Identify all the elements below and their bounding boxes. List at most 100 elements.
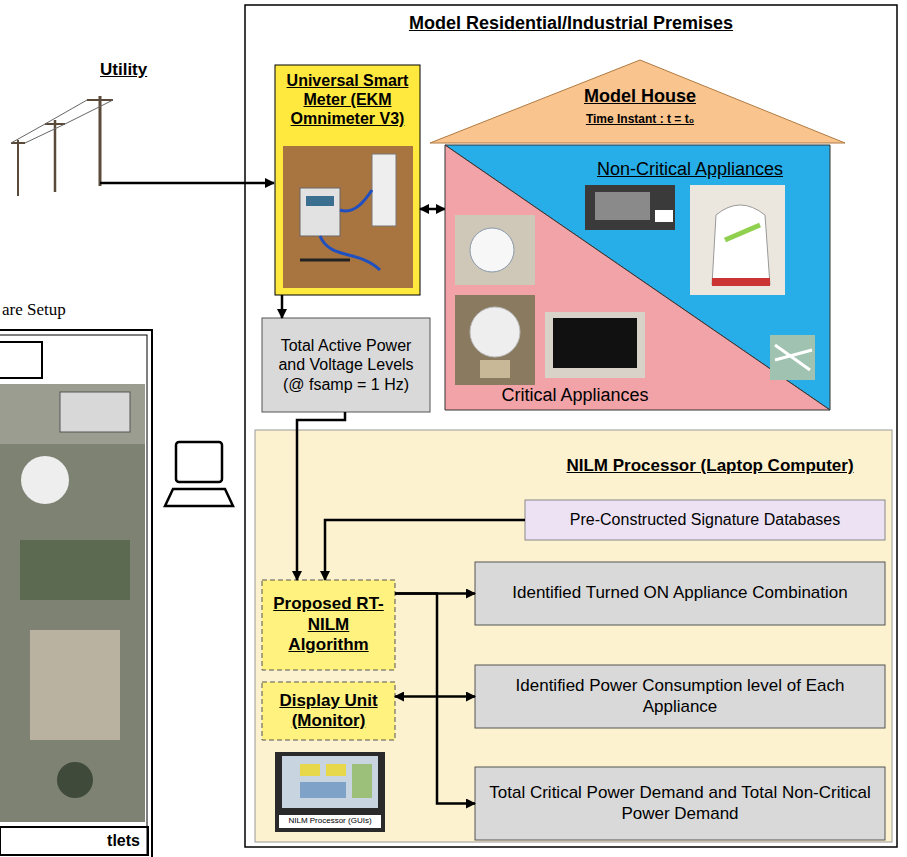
photo-ground [545,312,645,378]
wire [340,190,372,211]
box-heading: Universal Smart Meter (EKM Omnimeter V3) [278,71,417,129]
meter-device [300,188,340,236]
box-outline [245,5,897,847]
utility-poles [11,96,113,196]
connector-arrow [325,520,525,580]
region-heading: Non-Critical Appliances [575,159,805,181]
utility-label: Utility [100,60,147,80]
algorithm-box: Proposed RT-NILM Algorithm [262,580,395,670]
wire [320,236,380,270]
pole [99,96,102,186]
box-outline [475,665,885,728]
box-text: Total Active Power and Voltage Levels (@… [270,336,422,394]
fan [775,345,812,370]
gui-panel [300,764,320,776]
breaker [372,154,396,226]
photo-part [0,384,145,444]
laptop-screen [282,756,378,808]
photo-caption: NILM Processor (GUIs) [281,816,379,826]
database-box: Pre-Constructed Signature Databases [525,500,885,540]
photo-part [60,392,130,432]
box-outline [0,827,148,855]
box-outline [475,562,885,625]
incandescent-bulb [470,307,520,357]
house-heading: Model House [540,86,740,108]
photo-part [712,278,770,286]
utility-feed-line [100,182,274,185]
connector-arrow [297,412,345,580]
box-outline [525,500,885,540]
box-text: Identified Power Consumption level of Ea… [483,676,877,717]
box-text: tlets [107,831,140,850]
premises-frame: Model Residential/Industrial PremisesUni… [245,5,897,847]
output-box: Identified Turned ON Appliance Combinati… [475,562,885,625]
crossarm [45,123,65,125]
photo-part [725,225,760,240]
figure-title-fragment: are Setup [2,300,66,320]
photo-part [30,630,120,740]
gui-panel [300,782,346,798]
pole [54,120,57,192]
cfl-bulb [470,228,514,272]
empty-label-box [0,342,42,378]
connector-arrow [281,295,284,318]
photo-ground [770,335,815,380]
output-box: Total Critical Power Demand and Total No… [475,767,885,840]
photo-ground [275,752,385,832]
box-outline [475,767,885,840]
connector-arrow [395,695,475,698]
gui-panel [352,764,372,798]
box-text: Identified Turned ON Appliance Combinati… [512,583,847,603]
gui-laptop-photo [275,752,385,832]
pole [17,140,19,196]
region-triangle [445,145,830,410]
photo-ground [0,384,145,822]
box-outline [262,682,395,740]
hardware-photo [0,384,145,822]
tv-screen [553,318,637,368]
lamp-base [480,360,510,378]
photo-part [595,192,650,220]
figure-frame [0,330,152,857]
box-outline [262,318,430,412]
photo-part [57,762,93,798]
house-roof [430,60,845,143]
connector-arrow [420,208,445,211]
time-instant: Time Instant : t = t₀ [530,112,750,126]
box-text: Pre-Constructed Signature Databases [570,510,840,529]
photo-ground [585,185,675,230]
region-triangle [445,145,830,410]
panel-heading: NILM Processor (Laptop Computer) [535,456,885,476]
photo-ground [455,215,535,285]
photo-part [655,210,673,222]
box-text: Display Unit (Monitor) [270,691,387,732]
wire [300,259,350,262]
photo-ground [455,295,535,385]
connector-arrow [395,594,475,804]
figure-frame-inner [0,335,147,855]
photo-ground [283,146,413,288]
laptop-base [165,489,233,506]
laptop-screen [176,442,222,482]
kettle [712,205,770,285]
photo-ground [690,185,785,295]
box-outline [255,430,892,842]
smart-meter-photo [283,146,413,288]
frame-heading: Model Residential/Industrial Premises [245,13,897,35]
region-heading: Critical Appliances [475,385,675,407]
meter-display [306,196,334,206]
laptop-icon [165,442,233,506]
photo-part [20,540,130,600]
photo-part [21,456,69,504]
display-box: Display Unit (Monitor) [262,682,395,740]
outlets-label-box: tlets [0,827,148,855]
box-outline [275,65,420,295]
box-text: Total Critical Power Demand and Total No… [483,783,877,824]
process-box: Total Active Power and Voltage Levels (@… [262,318,430,412]
output-box: Identified Power Consumption level of Ea… [475,665,885,728]
box-outline [262,580,395,670]
crossarm [87,99,113,101]
power-wire [11,100,87,143]
